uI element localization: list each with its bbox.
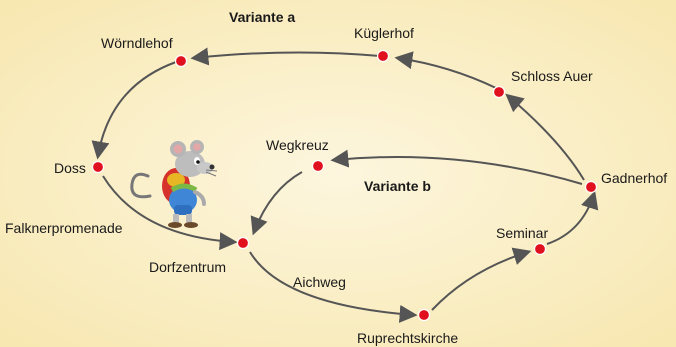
arrow-gadnerhof-schloss-auer bbox=[505, 93, 585, 181]
stop-schloss-auer-label: Schloss Auer bbox=[511, 68, 593, 84]
stop-ruprechtskirche-label: Ruprechtskirche bbox=[357, 330, 458, 346]
stop-schloss-auer-dot bbox=[492, 85, 506, 99]
stop-seminar-label: Seminar bbox=[496, 225, 548, 241]
stop-kueglerhof-dot bbox=[376, 49, 390, 63]
stop-doss-label: Doss bbox=[54, 160, 86, 176]
stop-falknerpromenade-label: Falknerpromenade bbox=[5, 220, 123, 236]
arrow-dorfzentrum-ruprechtskirche bbox=[249, 251, 418, 323]
arrow-woerndlehof-doss bbox=[91, 61, 177, 160]
route-variant-a bbox=[91, 47, 585, 251]
stop-ruprechtskirche-dot bbox=[417, 308, 431, 322]
stop-wegkreuz-label: Wegkreuz bbox=[266, 137, 329, 153]
arrow-schloss-auer-kueglerhof bbox=[394, 51, 497, 89]
stop-seminar-dot bbox=[533, 242, 547, 256]
stop-aichweg-label: Aichweg bbox=[293, 274, 346, 290]
arrow-ruprechtskirche-seminar bbox=[431, 247, 532, 311]
stop-dorfzentrum-label: Dorfzentrum bbox=[149, 259, 226, 275]
route-variant-b bbox=[249, 149, 599, 323]
mouse-hiker-icon bbox=[130, 140, 218, 228]
stop-gadnerhof-dot bbox=[584, 180, 598, 194]
arrow-gadnerhof-wegkreuz bbox=[330, 149, 583, 185]
arrow-seminar-gadnerhof bbox=[546, 190, 599, 245]
stop-wegkreuz-dot bbox=[311, 159, 325, 173]
variant-a-label: Variante a bbox=[229, 9, 295, 25]
arrow-wegkreuz-dorfzentrum bbox=[250, 171, 303, 236]
stop-woerndlehof-label: Wörndlehof bbox=[101, 35, 173, 51]
stop-dorfzentrum-dot bbox=[236, 236, 250, 250]
arrow-doss-dorfzentrum bbox=[102, 175, 238, 251]
variant-b-label: Variante b bbox=[364, 178, 431, 194]
stop-doss-dot bbox=[91, 160, 105, 174]
stop-kueglerhof-label: Küglerhof bbox=[354, 25, 414, 41]
stop-gadnerhof-label: Gadnerhof bbox=[601, 170, 667, 186]
arrow-kueglerhof-woerndlehof bbox=[190, 47, 381, 66]
stops bbox=[91, 49, 598, 322]
stop-woerndlehof-dot bbox=[174, 54, 188, 68]
